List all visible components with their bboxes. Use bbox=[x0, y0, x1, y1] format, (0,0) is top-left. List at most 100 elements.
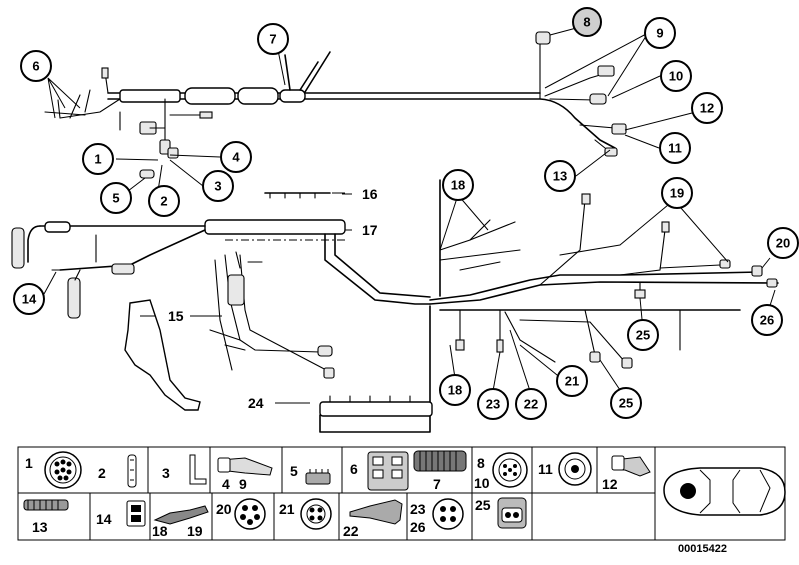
legend-label: 13 bbox=[32, 519, 48, 535]
legend-label: 19 bbox=[187, 523, 203, 539]
callout-4[interactable]: 4 bbox=[220, 141, 252, 173]
callout-8[interactable]: 8 bbox=[572, 7, 602, 37]
connector-six-pin-icon bbox=[234, 498, 266, 530]
callout-18-lower[interactable]: 18 bbox=[439, 374, 471, 406]
callout-label: 19 bbox=[670, 186, 684, 201]
legend-label: 22 bbox=[343, 523, 359, 539]
label-24[interactable]: 24 bbox=[248, 395, 264, 411]
callout-12[interactable]: 12 bbox=[691, 92, 723, 124]
callout-label: 25 bbox=[619, 396, 633, 411]
label-15[interactable]: 15 bbox=[168, 308, 184, 324]
right-wiring-harness bbox=[319, 179, 779, 433]
plug-icon bbox=[217, 457, 273, 476]
callout-label: 6 bbox=[32, 59, 39, 74]
connector-flat-icon bbox=[127, 454, 137, 488]
tube-connector-icon bbox=[23, 499, 69, 511]
callout-label: 18 bbox=[448, 383, 462, 398]
legend-label: 6 bbox=[350, 461, 358, 477]
label-16[interactable]: 16 bbox=[362, 186, 378, 202]
bellows-icon bbox=[349, 499, 403, 525]
boot-icon bbox=[153, 505, 209, 525]
callout-18-top[interactable]: 18 bbox=[442, 169, 474, 201]
callout-11[interactable]: 11 bbox=[659, 132, 691, 164]
square-socket-icon bbox=[497, 497, 527, 529]
callout-21[interactable]: 21 bbox=[556, 365, 588, 397]
callout-label: 23 bbox=[486, 397, 500, 412]
callout-22[interactable]: 22 bbox=[515, 388, 547, 420]
legend-label: 2 bbox=[98, 465, 106, 481]
callout-26[interactable]: 26 bbox=[751, 304, 783, 336]
legend-label: 1 bbox=[25, 455, 33, 471]
callout-label: 18 bbox=[451, 178, 465, 193]
legend-label: 10 bbox=[474, 475, 490, 491]
callout-label: 4 bbox=[232, 150, 240, 165]
callout-3[interactable]: 3 bbox=[202, 170, 234, 202]
callout-label: 1 bbox=[94, 152, 101, 167]
callout-label: 12 bbox=[700, 101, 714, 116]
grommet-strip-icon bbox=[413, 450, 467, 472]
label-17[interactable]: 17 bbox=[362, 222, 378, 238]
plain-labels: 16 17 15 24 bbox=[168, 186, 378, 411]
legend-label: 9 bbox=[239, 476, 247, 492]
legend-label: 4 bbox=[222, 476, 230, 492]
callout-label: 11 bbox=[668, 141, 682, 156]
legend-label: 5 bbox=[290, 463, 298, 479]
double-plug-icon bbox=[126, 500, 146, 527]
legend-label: 8 bbox=[477, 455, 485, 471]
elbow-plug-icon bbox=[611, 455, 651, 477]
connector-round-icon bbox=[44, 451, 82, 489]
callout-6[interactable]: 6 bbox=[20, 50, 52, 82]
fuse-block-icon bbox=[367, 451, 409, 491]
callout-13[interactable]: 13 bbox=[544, 160, 576, 192]
legend-label: 12 bbox=[602, 476, 618, 492]
upper-wiring-harness bbox=[44, 31, 627, 179]
legend-label: 7 bbox=[433, 476, 441, 492]
callout-label: 3 bbox=[214, 179, 221, 194]
callout-25-upper[interactable]: 25 bbox=[627, 319, 659, 351]
legend-label: 11 bbox=[538, 461, 553, 477]
callout-label: 25 bbox=[636, 328, 650, 343]
angle-bracket-icon bbox=[189, 454, 207, 485]
vehicle-top-view-icon bbox=[663, 467, 786, 516]
legend-label: 26 bbox=[410, 519, 426, 535]
legend-label: 20 bbox=[216, 501, 232, 517]
connector-quad-alt-icon bbox=[432, 498, 464, 530]
callout-5[interactable]: 5 bbox=[100, 182, 132, 214]
callout-23[interactable]: 23 bbox=[477, 388, 509, 420]
middle-wiring-harness bbox=[11, 192, 431, 319]
legend-label: 21 bbox=[279, 501, 295, 517]
callout-label: 21 bbox=[565, 374, 579, 389]
callout-label: 26 bbox=[760, 313, 774, 328]
callout-label: 8 bbox=[583, 15, 590, 30]
connector-quad-icon bbox=[300, 498, 332, 530]
callout-label: 7 bbox=[269, 32, 276, 47]
callout-label: 13 bbox=[553, 169, 567, 184]
callout-label: 2 bbox=[160, 194, 167, 209]
connector-round-multi-icon bbox=[492, 452, 528, 488]
callouts: 6 7 8 9 10 12 11 13 bbox=[13, 7, 799, 420]
callout-label: 10 bbox=[669, 69, 683, 84]
callout-label: 20 bbox=[776, 236, 790, 251]
legend-label: 18 bbox=[152, 523, 168, 539]
callout-label: 9 bbox=[656, 26, 663, 41]
callout-20[interactable]: 20 bbox=[767, 227, 799, 259]
callout-label: 5 bbox=[112, 191, 119, 206]
small-connector-icon bbox=[305, 469, 331, 485]
callout-19[interactable]: 19 bbox=[661, 177, 693, 209]
callout-9[interactable]: 9 bbox=[644, 17, 676, 49]
document-id: 00015422 bbox=[678, 543, 727, 555]
left-wiring-harness bbox=[124, 251, 335, 411]
callout-1[interactable]: 1 bbox=[82, 143, 114, 175]
callout-10[interactable]: 10 bbox=[660, 60, 692, 92]
callout-7[interactable]: 7 bbox=[257, 23, 289, 55]
callout-2[interactable]: 2 bbox=[148, 185, 180, 217]
legend-label: 23 bbox=[410, 501, 426, 517]
callout-14[interactable]: 14 bbox=[13, 283, 45, 315]
legend-label: 3 bbox=[162, 465, 170, 481]
callout-25-lower[interactable]: 25 bbox=[610, 387, 642, 419]
callout-label: 22 bbox=[524, 397, 538, 412]
connector-ring-icon bbox=[558, 452, 592, 486]
callout-label: 14 bbox=[22, 292, 37, 307]
legend-label: 25 bbox=[475, 497, 491, 513]
legend-label: 14 bbox=[96, 511, 112, 527]
